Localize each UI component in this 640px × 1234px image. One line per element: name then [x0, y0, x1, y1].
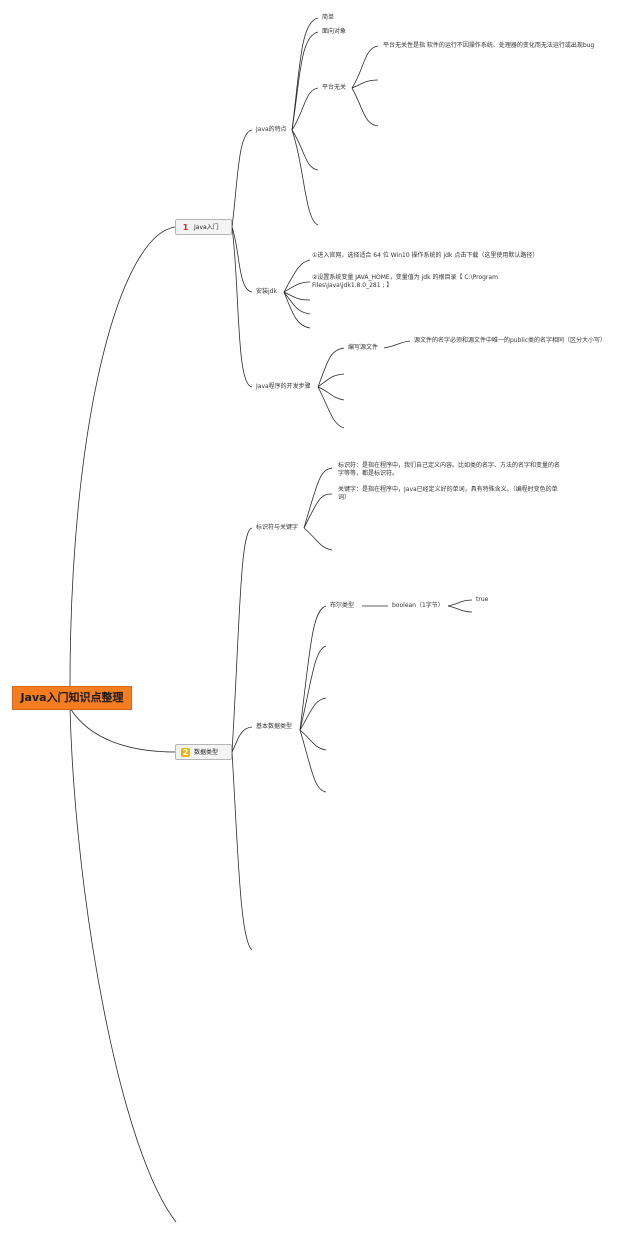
connector-install-empty1 [283, 291, 311, 301]
connector-b2-identifiers [231, 527, 253, 753]
connector-features-oop [291, 31, 319, 131]
connector-basic-empty1 [299, 645, 327, 731]
topic-install-step1[interactable]: ①进入官网，选择适合 64 位 Win10 操作系统的 jdk 点击下载（这里使… [312, 252, 539, 259]
topic-boolean-detail[interactable]: boolean（1字节） [392, 602, 444, 609]
connector-b1-install [231, 226, 253, 293]
connector-b2-basic [231, 726, 253, 753]
connector-detail-empty [447, 605, 473, 613]
badge-number: 2 [182, 748, 189, 757]
connector-basic-boolean [299, 605, 327, 731]
connector-root-b1 [69, 226, 176, 687]
connector-devsteps-empty2 [317, 386, 345, 401]
topic-keyword-desc[interactable]: 关键字：是指在程序中，Java已经定义好的单词，具有特殊含义。（编程时变色的单词… [338, 486, 558, 501]
connector-identifiers-identifier [303, 467, 333, 529]
branch-label: 数据类型 [194, 749, 219, 756]
topic-platform-desc[interactable]: 平台无关性是指 软件的运行不因操作系统、处理器的变化而无法运行或出现bug [383, 42, 595, 49]
connector-install-empty2 [283, 291, 311, 315]
connector-devsteps-empty1 [317, 373, 345, 388]
connector-platform-desc [351, 45, 379, 89]
connector-write-desc [383, 340, 411, 349]
root-topic[interactable]: Java入门知识点整理 [12, 686, 132, 710]
connector-basic-empty3 [299, 729, 327, 751]
connector-devsteps-empty3 [317, 386, 345, 429]
connector-b1-features [231, 129, 253, 228]
topic-oop[interactable]: 面向对象 [322, 28, 347, 35]
topic-simple[interactable]: 简单 [322, 14, 335, 21]
connector-install-step1 [283, 259, 311, 293]
badge-number: 1 [182, 223, 189, 232]
topic-platform-independent[interactable]: 平台无关 [322, 84, 347, 91]
connector-identifiers-keyword [303, 493, 333, 529]
connector-root-b2 [69, 707, 176, 753]
branch-data-types[interactable]: 2 数据类型 [175, 744, 232, 760]
connector-install-empty3 [283, 291, 311, 329]
connector-root-tail [69, 707, 177, 1223]
number-1-icon: 1 [181, 223, 190, 232]
connector-basic-empty2 [299, 697, 327, 731]
connector-features-platform [291, 87, 319, 131]
topic-basic-types[interactable]: 基本数据类型 [256, 723, 293, 730]
connector-platform-empty1 [351, 79, 379, 89]
connector-platform-empty2 [351, 87, 379, 127]
branch-java-intro[interactable]: 1 Java入门 [175, 219, 232, 235]
topic-install-jdk[interactable]: 安装jdk [256, 288, 277, 295]
topic-dev-steps[interactable]: Java程序的开发步骤 [256, 383, 311, 390]
connector-b1-devsteps [231, 226, 253, 388]
connector-detail-true [447, 599, 473, 607]
topic-identifiers-keywords[interactable]: 标识符与关键字 [256, 524, 299, 531]
number-2-icon: 2 [181, 748, 190, 757]
topic-write-source[interactable]: 编写源文件 [348, 344, 379, 351]
topic-identifier-desc[interactable]: 标识符：是指在程序中，我们自己定义内容。比如类的名字、方法的名字和变量的名字等等… [338, 462, 561, 477]
connector-identifiers-empty [303, 527, 333, 551]
connector-features-simple [291, 17, 319, 131]
topic-java-features[interactable]: Java的特点 [256, 126, 287, 133]
connector-devsteps-write [317, 347, 345, 388]
connector-b2-empty [231, 751, 253, 951]
connector-features-empty2 [291, 129, 319, 226]
connector-install-step2 [283, 281, 311, 293]
topic-boolean-type[interactable]: 布尔类型 [330, 602, 355, 609]
topic-write-source-desc[interactable]: 源文件的名字必须和源文件中唯一的public类的名字相同（区分大小写） [414, 337, 607, 344]
topic-install-step2[interactable]: ②设置系统变量 JAVA_HOME，变量值为 jdk 的根目录【 C:\Prog… [312, 274, 498, 289]
branch-label: Java入门 [194, 224, 219, 231]
connector-basic-empty4 [299, 729, 327, 793]
connector-features-empty1 [291, 129, 319, 171]
topic-boolean-true[interactable]: true [476, 596, 489, 603]
